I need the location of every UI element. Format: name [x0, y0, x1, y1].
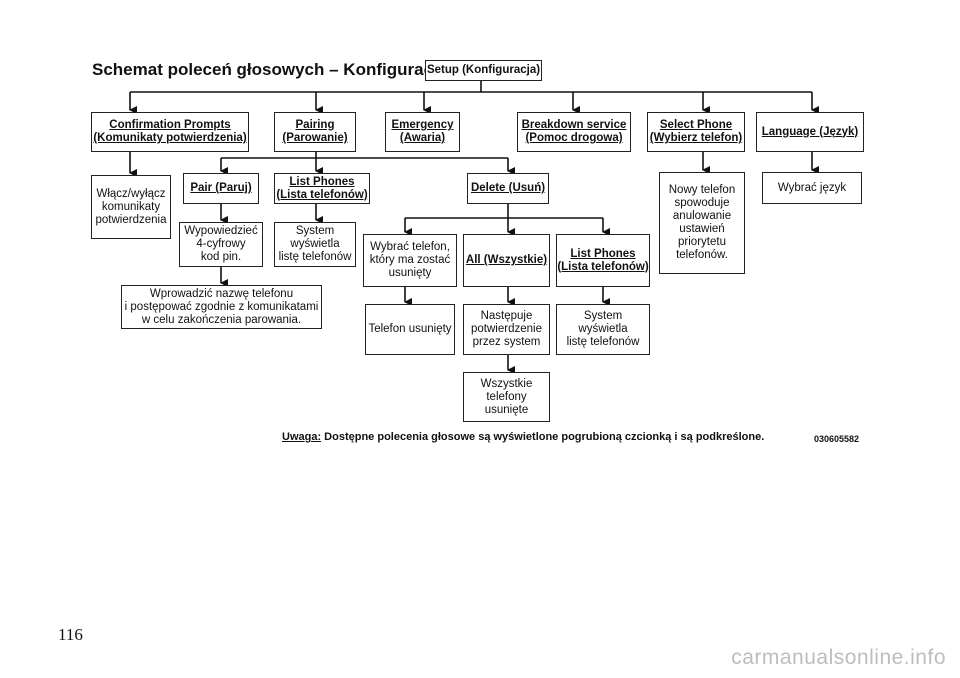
select-phone-result-line: anulowanie: [672, 210, 732, 222]
select-phone-label: Select Phone: [659, 119, 733, 131]
delete-all-confirm-box: Następuje potwierdzenie przez system: [463, 304, 550, 355]
phone-deleted-text: Telefon usunięty: [368, 323, 452, 335]
delete-choose-line: który ma zostać: [369, 254, 451, 266]
select-phone-box: Select Phone (Wybierz telefon): [647, 112, 745, 152]
list-phones-result-line: System: [295, 225, 335, 237]
page-number: 116: [58, 625, 83, 644]
confirmation-result-line: komunikaty: [101, 200, 161, 213]
list-phones-result-line: wyświetla: [290, 238, 340, 250]
note-label: Uwaga:: [282, 431, 322, 443]
select-phone-result-box: Nowy telefon spowoduje anulowanie ustawi…: [659, 172, 745, 274]
delete-box: Delete (Usuń): [467, 173, 549, 204]
pair-box: Pair (Paruj): [183, 173, 259, 204]
delete-list-result-line: System: [583, 310, 623, 322]
list-phones-result-box: System wyświetla listę telefonów: [274, 222, 356, 267]
breakdown-service-box: Breakdown service (Pomoc drogowa): [517, 112, 631, 152]
confirmation-prompts-translation: (Komunikaty potwierdzenia): [93, 132, 247, 144]
language-result-text: Wybrać język: [777, 181, 847, 194]
delete-list-phones-translation: (Lista telefonów): [557, 260, 649, 273]
emergency-label: Emergency: [391, 119, 454, 131]
emergency-box: Emergency (Awaria): [385, 112, 460, 152]
delete-list-result-line: wyświetla: [578, 323, 628, 335]
all-deleted-line: telefony: [486, 390, 527, 403]
diagram-title: Schemat poleceń głosowych – Konfiguracja: [92, 60, 448, 79]
select-phone-result-line: spowoduje: [674, 197, 730, 209]
delete-label: Delete (Usuń): [470, 182, 546, 194]
note: Uwaga: Dostępne polecenia głosowe są wyś…: [282, 431, 764, 443]
all-deleted-line: Wszystkie: [480, 377, 533, 390]
delete-choose-line: usunięty: [388, 267, 432, 279]
breakdown-service-label: Breakdown service: [521, 119, 627, 131]
delete-list-result-box: System wyświetla listę telefonów: [556, 304, 650, 355]
figure-code: 030605582: [814, 434, 860, 444]
list-phones-box: List Phones (Lista telefonów): [274, 173, 370, 204]
breakdown-service-translation: (Pomoc drogowa): [525, 132, 623, 144]
language-result-box: Wybrać język: [762, 172, 862, 204]
delete-all-label: All (Wszystkie): [465, 254, 548, 266]
delete-all-box: All (Wszystkie): [463, 234, 550, 287]
list-phones-translation: (Lista telefonów): [276, 188, 368, 201]
select-phone-result-line: ustawień: [679, 223, 725, 235]
list-phones-result-line: listę telefonów: [278, 251, 352, 263]
delete-list-phones-label: List Phones: [570, 247, 636, 260]
pair-pin-line: kod pin.: [200, 251, 242, 263]
note-text: Dostępne polecenia głosowe są wyświetlon…: [321, 431, 765, 443]
list-phones-label: List Phones: [289, 175, 355, 188]
confirmation-result-line: Włącz/wyłącz: [96, 187, 166, 200]
pair-name-line: i postępować zgodnie z komunikatami: [124, 300, 319, 313]
phone-deleted-box: Telefon usunięty: [365, 304, 455, 355]
confirmation-prompts-box: Confirmation Prompts (Komunikaty potwier…: [91, 112, 249, 152]
confirmation-result-line: potwierdzenia: [95, 213, 167, 226]
setup-box: Setup (Konfiguracja): [425, 60, 542, 81]
pair-pin-line: 4-cyfrowy: [196, 238, 246, 250]
select-phone-translation: (Wybierz telefon): [649, 132, 743, 144]
language-box: Language (Język): [756, 112, 864, 152]
delete-all-confirm-line: potwierdzenie: [471, 323, 542, 335]
select-phone-result-line: Nowy telefon: [668, 184, 736, 196]
delete-list-phones-box: List Phones (Lista telefonów): [556, 234, 650, 287]
delete-all-confirm-line: Następuje: [480, 310, 533, 322]
delete-choose-line: Wybrać telefon,: [370, 241, 450, 253]
pair-label: Pair (Paruj): [190, 182, 252, 194]
select-phone-result-line: priorytetu: [678, 236, 726, 248]
pair-pin-box: Wypowiedzieć 4-cyfrowy kod pin.: [179, 222, 263, 267]
select-phone-result-line: telefonów.: [676, 249, 728, 261]
delete-choose-box: Wybrać telefon, który ma zostać usunięty: [363, 234, 457, 287]
pair-pin-line: Wypowiedzieć: [184, 225, 258, 237]
confirmation-prompts-label: Confirmation Prompts: [109, 119, 231, 131]
all-deleted-line: usunięte: [484, 403, 529, 416]
all-deleted-box: Wszystkie telefony usunięte: [463, 372, 550, 422]
pairing-label: Pairing: [295, 119, 335, 131]
confirmation-result-box: Włącz/wyłącz komunikaty potwierdzenia: [91, 175, 171, 239]
watermark: carmanualsonline.info: [731, 646, 946, 669]
pair-name-line: w celu zakończenia parowania.: [141, 313, 302, 326]
emergency-translation: (Awaria): [399, 132, 446, 144]
delete-all-confirm-line: przez system: [472, 336, 541, 348]
language-label: Language (Język): [761, 125, 859, 138]
delete-list-result-line: listę telefonów: [566, 336, 640, 348]
pair-name-box: Wprowadzić nazwę telefonu i postępować z…: [121, 285, 322, 329]
pairing-box: Pairing (Parowanie): [274, 112, 356, 152]
setup-label: Setup (Konfiguracja): [426, 64, 541, 76]
pair-name-line: Wprowadzić nazwę telefonu: [149, 287, 294, 300]
pairing-translation: (Parowanie): [282, 132, 348, 144]
